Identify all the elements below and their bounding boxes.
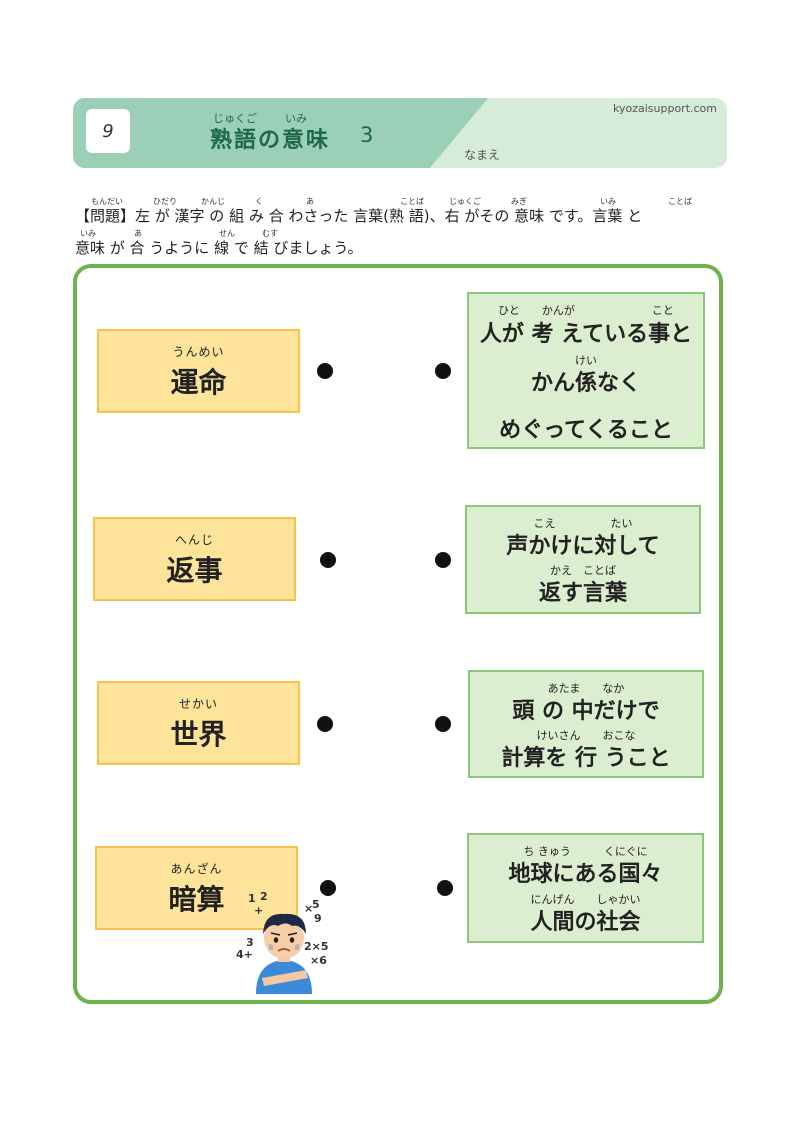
math-symbol: ×6 — [310, 954, 327, 967]
math-symbol: × — [304, 902, 313, 915]
instr-ruby: せん — [219, 229, 235, 238]
instr-ruby: いみ — [80, 229, 96, 238]
instr-ruby: ひだり — [153, 197, 177, 206]
instruction-line-1: 【問題】左 が 漢字 の 組 み 合 わさった 言葉(熟 語)、右 がその 意味… — [75, 207, 643, 225]
math-symbol: 2×5 — [304, 940, 329, 953]
math-symbol: 3 — [246, 936, 254, 949]
name-field-label: なまえ — [464, 148, 501, 162]
right-dot[interactable] — [435, 363, 451, 379]
right-dot[interactable] — [435, 552, 451, 568]
instr-ruby: あ — [306, 197, 314, 206]
math-symbol: + — [254, 904, 263, 917]
math-symbol: 1 — [248, 892, 256, 905]
instruction-line-2: 意味 が 合 うように 線 で 結 びましょう。 — [75, 239, 363, 257]
left-dot[interactable] — [317, 716, 333, 732]
right-dot[interactable] — [437, 880, 453, 896]
meaning-ruby: あたま なか — [547, 682, 625, 695]
instr-ruby: もんだい — [91, 197, 123, 206]
word-card-henji: へんじ 返事 — [93, 517, 296, 601]
worksheet-header: 9 じゅくご いみ 熟語の意味 3 kyozaisupport.com なまえ — [73, 98, 727, 168]
instr-ruby: ことば — [668, 197, 692, 206]
matching-panel — [73, 264, 723, 1004]
word-card-sekai: せかい 世界 — [97, 681, 300, 765]
worksheet-number: 9 — [86, 109, 130, 153]
word-ruby: あんざん — [170, 862, 223, 876]
word-text: 運命 — [170, 366, 227, 399]
instr-ruby: かんじ — [201, 197, 225, 206]
math-symbol: 2 — [260, 890, 268, 903]
left-dot[interactable] — [320, 552, 336, 568]
instr-ruby: むす — [262, 229, 278, 238]
left-dot[interactable] — [320, 880, 336, 896]
meaning-ruby: ひと かんが こと — [498, 304, 674, 317]
math-symbol: 9 — [314, 912, 322, 925]
word-card-anzan: あんざん 暗算 — [95, 846, 298, 930]
meaning-ruby: ち きゅう くにぐに — [523, 845, 648, 858]
meaning-card-1: ひと かんが こと 人が 考 えている事と けい かん係なく めぐってくること — [467, 292, 705, 449]
title-number: 3 — [360, 123, 374, 147]
math-symbol: 5 — [312, 898, 320, 911]
meaning-card-2: こえ たい 声かけに対して かえ ことば 返す言葉 — [465, 505, 701, 614]
left-dot[interactable] — [317, 363, 333, 379]
header-band — [73, 98, 488, 168]
meaning-ruby: けいさん おこな — [536, 729, 636, 742]
title-ruby-imi: いみ — [285, 112, 307, 125]
meaning-card-3: あたま なか 頭 の 中だけで けいさん おこな 計算を 行 うこと — [468, 670, 704, 778]
title-ruby-jukugo: じゅくご — [213, 112, 257, 125]
instr-ruby: ことば — [400, 197, 424, 206]
meaning-line: 人間の社会 — [530, 910, 641, 935]
meaning-ruby: にんげん しゃかい — [530, 893, 641, 906]
meaning-line: めぐってくること — [499, 418, 673, 443]
meaning-line: 返す言葉 — [538, 581, 627, 606]
site-url: kyozaisupport.com — [612, 102, 717, 115]
math-symbol: 4+ — [236, 948, 253, 961]
meaning-card-4: ち きゅう くにぐに 地球にある国々 にんげん しゃかい 人間の社会 — [467, 833, 704, 943]
word-ruby: せかい — [178, 697, 218, 711]
word-ruby: へんじ — [174, 533, 214, 547]
instr-ruby: あ — [134, 229, 142, 238]
meaning-line: 計算を 行 うこと — [501, 746, 671, 771]
instr-ruby: いみ — [600, 197, 616, 206]
instr-ruby: じゅくご — [449, 197, 481, 206]
word-text: 返事 — [166, 554, 223, 587]
instr-ruby: く — [255, 197, 263, 206]
word-text: 暗算 — [168, 883, 225, 916]
word-card-unmei: うんめい 運命 — [97, 329, 300, 413]
meaning-line: かん係なく — [530, 371, 641, 396]
right-dot[interactable] — [435, 716, 451, 732]
meaning-ruby: こえ たい — [533, 517, 633, 530]
meaning-ruby: けい — [575, 354, 597, 367]
meaning-line: 地球にある国々 — [508, 862, 663, 887]
confused-boy-with-math-icon: 1 2 + 5 × 2×5 4+ ×6 3 9 — [236, 890, 329, 994]
meaning-line: 頭 の 中だけで — [512, 699, 660, 724]
word-text: 世界 — [170, 718, 227, 751]
instr-ruby: みぎ — [511, 197, 527, 206]
meaning-line: 人が 考 えている事と — [479, 322, 693, 347]
page-title: 熟語の意味 — [210, 128, 331, 153]
meaning-ruby: かえ ことば — [550, 564, 616, 577]
word-ruby: うんめい — [172, 345, 225, 359]
meaning-line: 声かけに対して — [506, 534, 660, 559]
